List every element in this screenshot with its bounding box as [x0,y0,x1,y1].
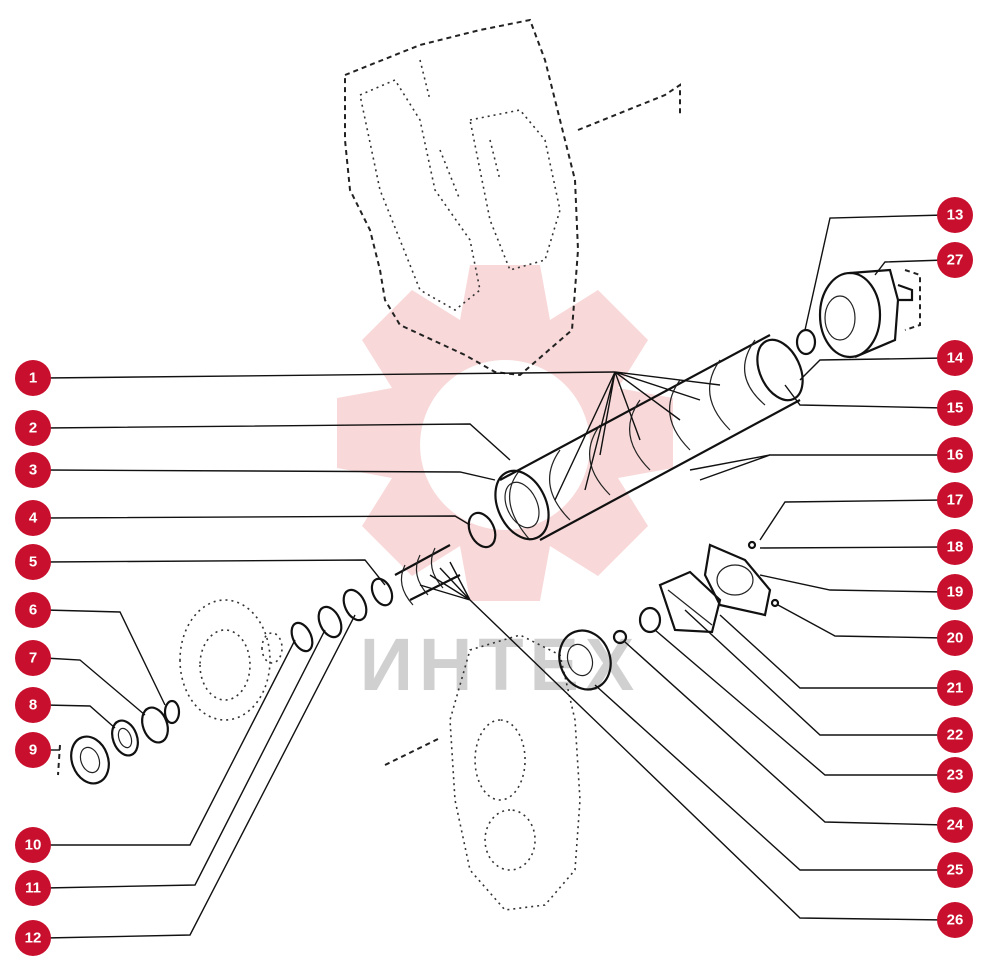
callout-22: 22 [937,717,973,753]
callout-19: 19 [937,574,973,610]
callout-20: 20 [937,620,973,656]
svg-text:26: 26 [947,912,964,929]
svg-text:21: 21 [947,680,964,697]
callout-13: 13 [937,197,973,233]
callout-10: 10 [15,827,51,863]
callout-11: 11 [15,870,51,906]
callouts: 1 2 3 4 5 6 7 8 9 10 11 12 13 14 15 16 1… [15,197,973,956]
left-bearings [57,699,181,785]
svg-text:23: 23 [947,767,964,784]
callout-24: 24 [937,807,973,843]
callout-1: 1 [15,360,51,396]
svg-text:1: 1 [29,370,37,387]
gear-left-outline [179,599,283,721]
planet-carrier [795,268,921,359]
callout-8: 8 [15,687,51,723]
callout-21: 21 [937,670,973,706]
svg-text:15: 15 [947,400,964,417]
svg-text:9: 9 [29,742,37,759]
callout-7: 7 [15,640,51,676]
callout-27: 27 [937,242,973,278]
callout-4: 4 [15,500,51,536]
svg-text:4: 4 [29,510,38,527]
callout-23: 23 [937,757,973,793]
watermark-text: ИНТЕХ [360,623,641,706]
svg-text:2: 2 [29,420,37,437]
svg-text:10: 10 [25,837,42,854]
watermark-gear-logo: ИНТЕХ [337,265,673,706]
svg-text:17: 17 [947,492,964,509]
callout-9: 9 [15,732,51,768]
callout-18: 18 [937,529,973,565]
callout-16: 16 [937,437,973,473]
callout-3: 3 [15,452,51,488]
callout-17: 17 [937,482,973,518]
svg-text:6: 6 [29,602,37,619]
leader-lines [44,214,946,939]
callout-15: 15 [937,390,973,426]
svg-text:3: 3 [29,462,37,479]
svg-text:5: 5 [29,554,37,571]
watermark-gear-icon [337,265,673,601]
svg-text:13: 13 [947,207,964,224]
svg-text:24: 24 [947,817,964,834]
svg-text:22: 22 [947,727,964,744]
svg-text:12: 12 [25,930,42,947]
cover-parts [558,540,780,691]
svg-text:11: 11 [25,880,41,897]
callout-12: 12 [15,920,51,956]
callout-2: 2 [15,410,51,446]
svg-text:27: 27 [947,252,964,269]
svg-text:7: 7 [29,650,37,667]
svg-text:25: 25 [947,862,964,879]
callout-14: 14 [937,340,973,376]
svg-text:20: 20 [947,630,964,647]
callout-26: 26 [937,902,973,938]
callout-6: 6 [15,592,51,628]
svg-text:14: 14 [947,350,964,367]
housing-bottom-outline [384,634,581,911]
svg-text:18: 18 [947,539,964,556]
shaft-assembly [290,334,804,653]
svg-text:19: 19 [947,584,964,601]
callout-25: 25 [937,852,973,888]
svg-text:16: 16 [947,447,964,464]
svg-text:8: 8 [29,697,37,714]
callout-5: 5 [15,544,51,580]
housing-top-outline [344,18,681,377]
